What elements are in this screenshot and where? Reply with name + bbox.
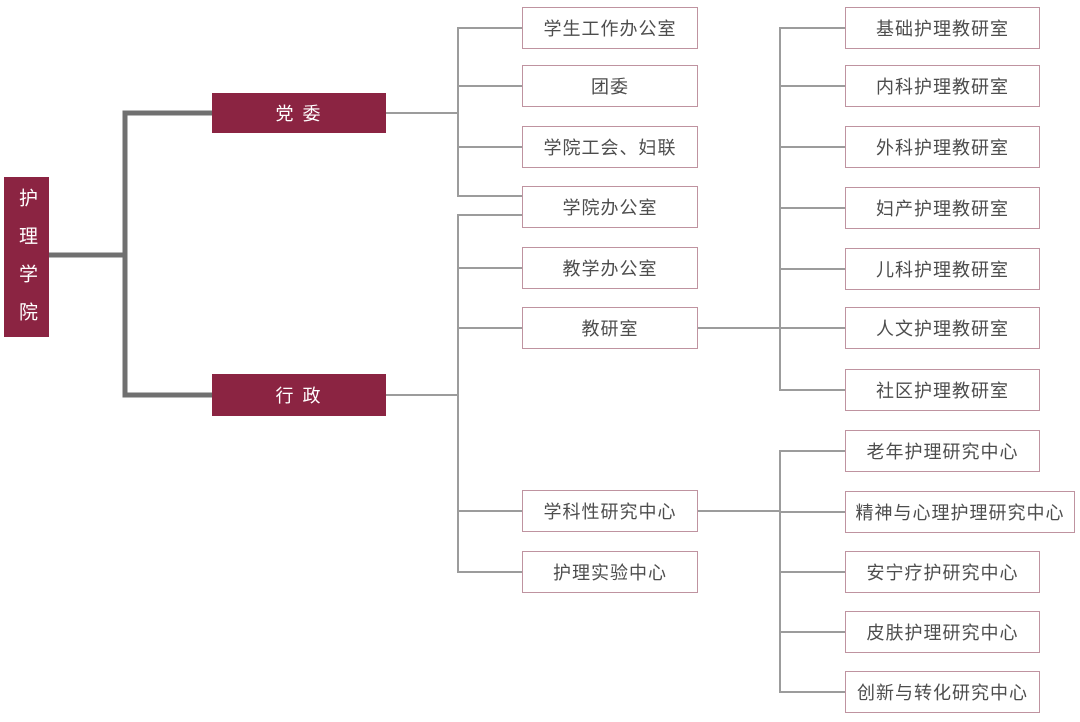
admin-branch-connector xyxy=(386,214,522,573)
node-humanistic-nursing-room: 人文护理教研室 xyxy=(845,307,1040,349)
node-disciplinary-research-center: 学科性研究中心 xyxy=(522,490,698,532)
node-basic-nursing-room: 基础护理教研室 xyxy=(845,7,1040,49)
teaching-branch-connector xyxy=(698,27,845,391)
node-teaching-research-section: 教研室 xyxy=(522,307,698,349)
research-branch-connector xyxy=(698,450,845,693)
node-teaching-office: 教学办公室 xyxy=(522,247,698,289)
node-college-office: 学院办公室 xyxy=(522,186,698,228)
node-pediatric-nursing-room: 儿科护理教研室 xyxy=(845,248,1040,290)
node-psychiatric-psychological-nursing-research-center: 精神与心理护理研究中心 xyxy=(845,491,1075,533)
node-obstetric-nursing-room: 妇产护理教研室 xyxy=(845,187,1040,229)
trunk-connector xyxy=(49,110,212,398)
node-administration: 行 政 xyxy=(212,374,386,416)
node-student-affairs-office: 学生工作办公室 xyxy=(522,7,698,49)
node-internal-medicine-nursing-room: 内科护理教研室 xyxy=(845,65,1040,107)
node-community-nursing-room: 社区护理教研室 xyxy=(845,369,1040,411)
node-geriatric-nursing-research-center: 老年护理研究中心 xyxy=(845,430,1040,472)
node-surgical-nursing-room: 外科护理教研室 xyxy=(845,126,1040,168)
node-union-womens-federation: 学院工会、妇联 xyxy=(522,126,698,168)
node-innovation-translation-research-center: 创新与转化研究中心 xyxy=(845,671,1040,713)
node-nursing-college-root: 护理学院 xyxy=(4,177,49,340)
node-party-committee: 党 委 xyxy=(212,93,386,133)
node-hospice-care-research-center: 安宁疗护研究中心 xyxy=(845,551,1040,593)
node-youth-league: 团委 xyxy=(522,65,698,107)
party-branch-connector xyxy=(386,27,522,197)
root-label: 护理学院 xyxy=(16,188,37,340)
node-skin-nursing-research-center: 皮肤护理研究中心 xyxy=(845,611,1040,653)
node-nursing-lab-center: 护理实验中心 xyxy=(522,551,698,593)
